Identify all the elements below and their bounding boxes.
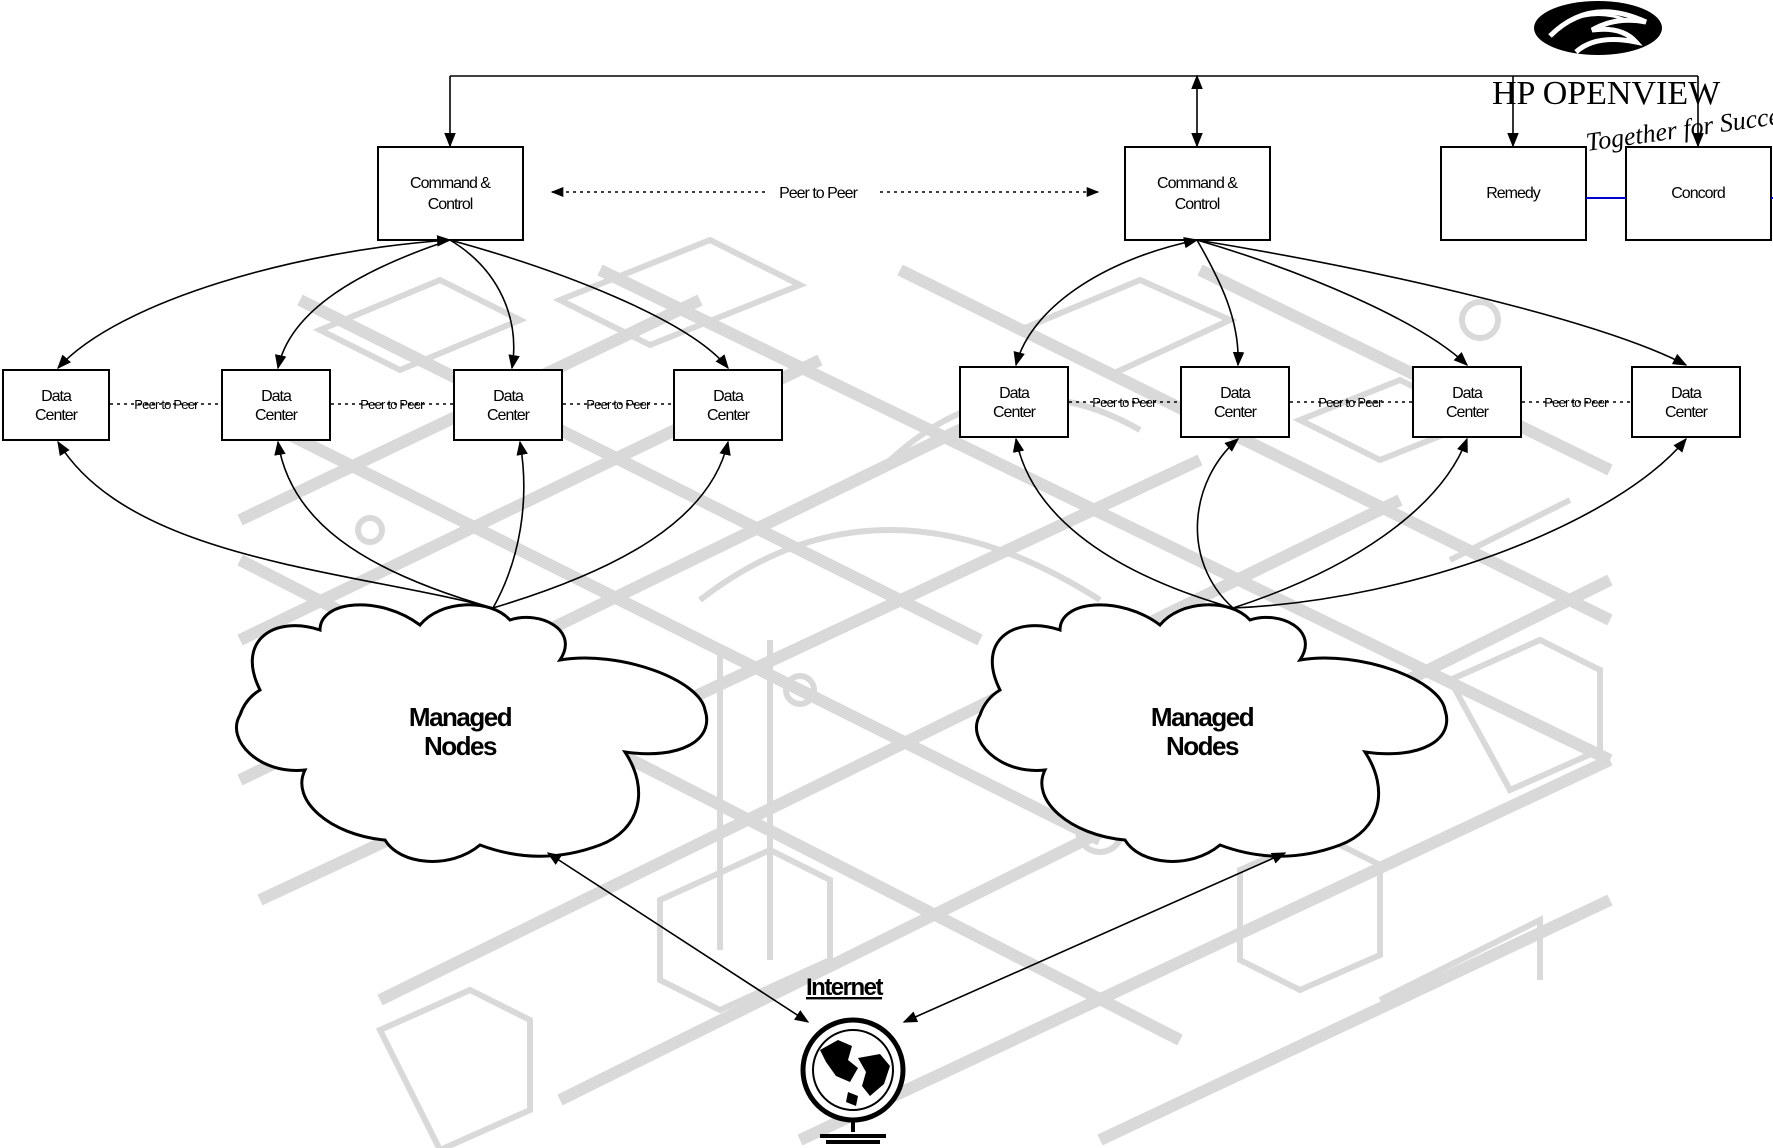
- globe-icon: [800, 1017, 906, 1144]
- data-center-line1: Data: [261, 388, 292, 405]
- data-center-line1: Data: [41, 388, 72, 405]
- cloud-left-line2: Nodes: [424, 731, 497, 761]
- data-center-line1: Data: [999, 385, 1030, 402]
- data-center-box: Data Center: [2, 369, 110, 441]
- nodes-to-dc-edges-left: [57, 440, 731, 609]
- data-center-line2: Center: [487, 407, 531, 424]
- cc-to-dc-edges-right: [1013, 236, 1688, 367]
- data-center-box: Data Center: [959, 366, 1069, 438]
- logo-brand-text: HP OPENVIEW: [1492, 75, 1721, 112]
- command-control-right-line2: Control: [1175, 196, 1220, 213]
- command-control-left: Command & Control: [377, 146, 524, 241]
- data-center-box: Data Center: [1631, 366, 1741, 438]
- data-center-box: Data Center: [1180, 366, 1290, 438]
- data-center-line2: Center: [35, 407, 79, 424]
- cloud-right-line2: Nodes: [1166, 731, 1239, 761]
- dc-peer-label: Peer to Peer: [586, 397, 651, 412]
- internet-edges: [546, 852, 1287, 1023]
- command-control-left-line1: Command &: [410, 175, 491, 192]
- hp-swirl-logo-icon: [1534, 1, 1662, 55]
- data-center-line1: Data: [1220, 385, 1251, 402]
- nodes-to-dc-edges-right: [1012, 437, 1687, 609]
- dc-peer-label: Peer to Peer: [1318, 395, 1383, 410]
- command-control-right: Command & Control: [1124, 146, 1271, 241]
- data-center-line1: Data: [1671, 385, 1702, 402]
- command-control-left-line2: Control: [428, 196, 473, 213]
- data-center-line2: Center: [255, 407, 299, 424]
- data-center-line2: Center: [1214, 404, 1258, 421]
- dc-peer-label: Peer to Peer: [360, 397, 425, 412]
- data-center-box: Data Center: [673, 369, 783, 441]
- data-centers-left: Data Center Data Center Data Center Data…: [2, 369, 783, 441]
- data-center-line2: Center: [993, 404, 1037, 421]
- managed-nodes-cloud-left: Managed Nodes: [234, 603, 709, 863]
- data-center-box: Data Center: [221, 369, 331, 441]
- top-peer-label: Peer to Peer: [779, 185, 859, 202]
- data-center-box: Data Center: [453, 369, 563, 441]
- data-center-line1: Data: [1452, 385, 1483, 402]
- cloud-left-line1: Managed: [409, 702, 512, 732]
- data-center-line1: Data: [493, 388, 524, 405]
- top-bus-connectors: [444, 74, 1704, 148]
- cc-to-dc-edges-left: [57, 235, 729, 370]
- data-center-line1: Data: [713, 388, 744, 405]
- dc-peer-label: Peer to Peer: [134, 397, 199, 412]
- data-centers-right: Data Center Data Center Data Center Data…: [959, 366, 1741, 438]
- dc-peer-label: Peer to Peer: [1544, 395, 1609, 410]
- tool-remedy: Remedy: [1440, 146, 1587, 241]
- internet-label: Internet: [806, 974, 884, 1001]
- top-peer-link: Peer to Peer: [550, 185, 1100, 202]
- tool-concord: Concord: [1625, 146, 1772, 241]
- data-center-box: Data Center: [1412, 366, 1522, 438]
- managed-nodes-cloud-right: Managed Nodes: [974, 603, 1449, 863]
- data-center-line2: Center: [1446, 404, 1490, 421]
- data-center-line2: Center: [707, 407, 751, 424]
- command-control-right-line1: Command &: [1157, 175, 1238, 192]
- data-center-line2: Center: [1665, 404, 1709, 421]
- tool-remedy-label: Remedy: [1486, 185, 1541, 202]
- dc-peer-label: Peer to Peer: [1092, 395, 1157, 410]
- tool-concord-label: Concord: [1671, 185, 1725, 202]
- hp-openview-logo: HP OPENVIEW Together for Success: [1492, 1, 1773, 157]
- cloud-right-line1: Managed: [1151, 702, 1254, 732]
